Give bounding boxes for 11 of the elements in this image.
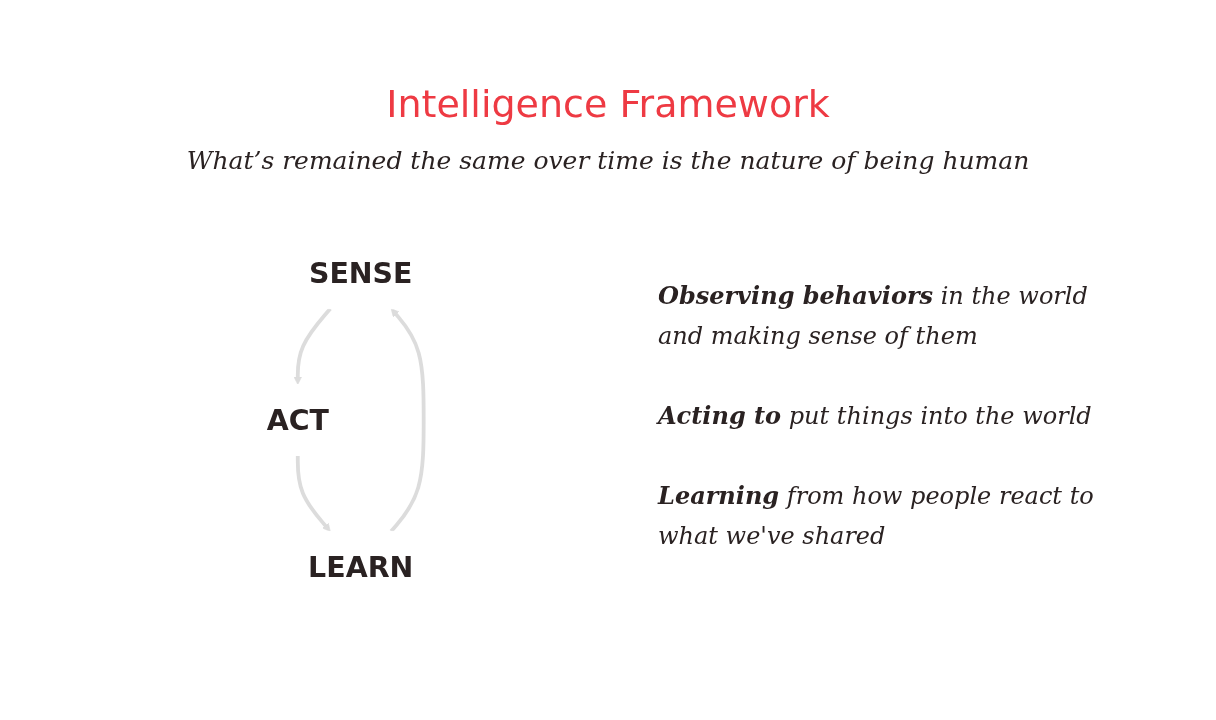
description-text: Acting to put things into the world bbox=[658, 400, 1093, 432]
arrow bbox=[293, 307, 332, 385]
subtitle: What’s remained the same over time is the nature of being human bbox=[185, 146, 1031, 175]
title: Intelligence Framework bbox=[385, 82, 831, 126]
arrow bbox=[295, 455, 331, 532]
node-text: SENSE bbox=[308, 256, 413, 290]
node-text: LEARN bbox=[308, 550, 414, 584]
description-text: Learning from how people react to what we've shared bbox=[658, 480, 1095, 552]
arrow bbox=[389, 308, 426, 533]
node-text: ACT bbox=[266, 403, 329, 437]
description-text: Observing behaviors in the world and making sense of them bbox=[658, 280, 1089, 352]
